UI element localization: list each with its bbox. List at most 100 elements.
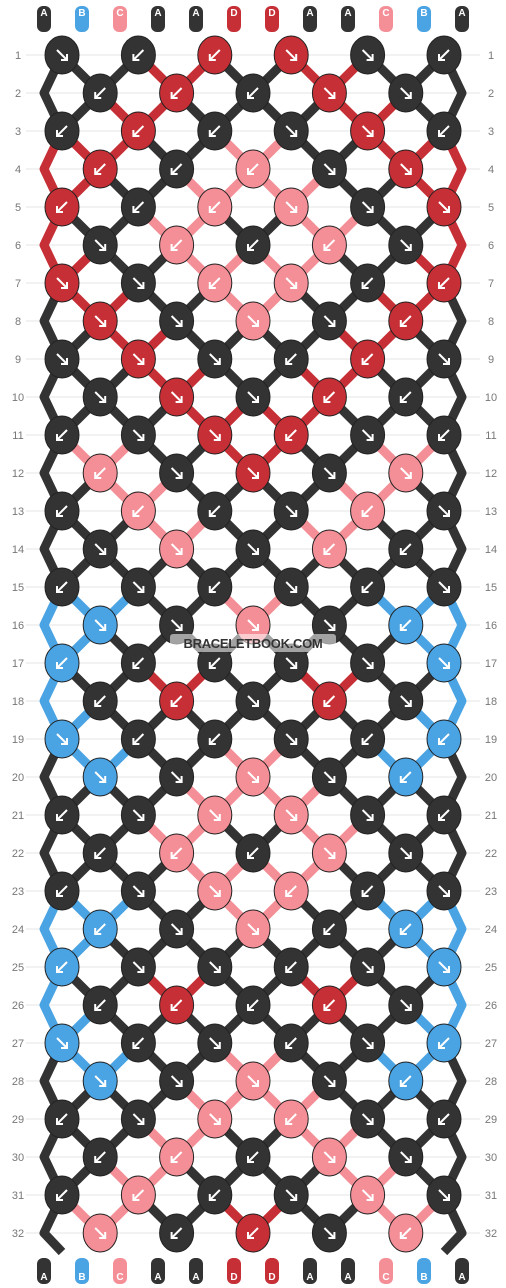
arrow-down-left-icon [399, 1075, 412, 1087]
arrow-down-right-icon [170, 467, 183, 479]
arrow-down-left-icon [361, 733, 374, 745]
strand-tab-top [113, 6, 127, 32]
strand-label-top: B [420, 8, 427, 19]
row-number-left: 1 [15, 50, 21, 62]
arrow-down-right-icon [400, 87, 412, 99]
arrow-down-left-icon [247, 239, 259, 251]
row-number-right: 18 [485, 696, 497, 708]
strand-label-bottom: B [420, 1272, 427, 1283]
arrow-down-right-icon [94, 391, 107, 403]
row-number-left: 25 [12, 962, 24, 974]
row-number-right: 26 [485, 1000, 497, 1012]
arrow-down-left-icon [399, 771, 412, 783]
strand-tab-top [37, 6, 51, 32]
arrow-down-left-icon [285, 429, 297, 441]
arrow-down-right-icon [209, 1037, 221, 1049]
row-number-left: 9 [15, 354, 21, 366]
strand-label-bottom: D [230, 1272, 237, 1283]
arrow-down-left-icon [94, 467, 106, 479]
row-number-right: 23 [485, 886, 497, 898]
row-number-right: 16 [485, 620, 497, 632]
arrow-down-left-icon [399, 1227, 412, 1239]
arrow-down-left-icon [247, 87, 259, 99]
strand-label-top: B [78, 8, 85, 19]
strand-label-top: A [306, 8, 313, 19]
arrow-down-left-icon [170, 847, 183, 859]
arrow-down-left-icon [94, 695, 106, 707]
arrow-down-right-icon [247, 391, 259, 403]
arrow-down-right-icon [247, 467, 259, 479]
arrow-down-right-icon [170, 543, 183, 555]
arrow-down-right-icon [438, 885, 450, 897]
strand-label-bottom: C [116, 1272, 123, 1283]
arrow-down-left-icon [438, 49, 450, 61]
strand-tab-top [455, 6, 469, 32]
row-number-right: 2 [488, 88, 494, 100]
arrow-down-right-icon [438, 581, 450, 593]
arrow-down-right-icon [56, 49, 68, 61]
arrow-down-right-icon [285, 657, 298, 669]
arrow-down-left-icon [56, 961, 68, 973]
row-number-left: 15 [12, 582, 24, 594]
arrow-down-left-icon [94, 87, 106, 99]
arrow-down-left-icon [56, 885, 68, 897]
arrow-down-left-icon [208, 657, 221, 669]
row-number-right: 6 [488, 240, 494, 252]
row-number-left: 27 [12, 1038, 24, 1050]
arrow-down-right-icon [323, 1151, 336, 1163]
arrow-down-right-icon [285, 49, 298, 61]
arrow-down-right-icon [438, 961, 450, 973]
strand-tab-bottom [151, 1258, 165, 1284]
arrow-down-left-icon [285, 353, 297, 365]
arrow-down-right-icon [94, 1227, 107, 1239]
arrow-down-right-icon [438, 353, 450, 365]
strand-label-top: D [230, 8, 237, 19]
arrow-down-right-icon [132, 885, 145, 897]
arrow-down-left-icon [208, 505, 221, 517]
strand-label-top: C [382, 8, 389, 19]
arrow-down-right-icon [361, 961, 374, 973]
arrow-down-left-icon [438, 733, 450, 745]
arrow-down-left-icon [361, 353, 374, 365]
strand-tab-top [227, 6, 241, 32]
arrow-down-left-icon [285, 1113, 297, 1125]
row-number-left: 7 [15, 278, 21, 290]
arrow-down-left-icon [399, 543, 412, 555]
arrow-down-left-icon [132, 505, 145, 517]
arrow-down-right-icon [361, 49, 374, 61]
row-number-right: 11 [485, 430, 496, 442]
arrow-down-right-icon [323, 315, 336, 327]
arrow-down-left-icon [285, 1037, 297, 1049]
watermark: BRACELETBOOK.COM [170, 634, 336, 652]
arrow-down-right-icon [323, 619, 336, 631]
arrow-down-right-icon [170, 771, 183, 783]
arrow-down-right-icon [170, 923, 183, 935]
arrow-down-left-icon [323, 923, 336, 935]
row-number-left: 17 [12, 658, 24, 670]
arrow-down-left-icon [56, 201, 68, 213]
arrow-down-left-icon [94, 999, 106, 1011]
strand-label-top: C [116, 8, 123, 19]
strand-tab-bottom [227, 1258, 241, 1284]
row-number-right: 8 [488, 316, 494, 328]
row-number-right: 25 [485, 962, 497, 974]
strand-tab-bottom [265, 1258, 279, 1284]
arrow-down-left-icon [399, 923, 412, 935]
arrow-down-left-icon [247, 1227, 259, 1239]
arrow-down-right-icon [400, 847, 412, 859]
arrow-down-right-icon [170, 391, 183, 403]
arrow-down-right-icon [361, 1189, 374, 1201]
strand-label-bottom: A [458, 1272, 465, 1283]
arrow-down-left-icon [94, 847, 106, 859]
row-number-left: 4 [15, 164, 21, 176]
row-number-right: 3 [488, 126, 494, 138]
arrow-down-right-icon [438, 505, 450, 517]
arrow-down-right-icon [132, 581, 145, 593]
arrow-down-right-icon [209, 809, 221, 821]
arrow-down-left-icon [208, 581, 221, 593]
row-number-right: 32 [485, 1228, 497, 1240]
row-number-right: 22 [485, 848, 497, 860]
strand-label-bottom: C [382, 1272, 389, 1283]
arrow-down-right-icon [400, 695, 412, 707]
arrow-down-right-icon [285, 125, 298, 137]
